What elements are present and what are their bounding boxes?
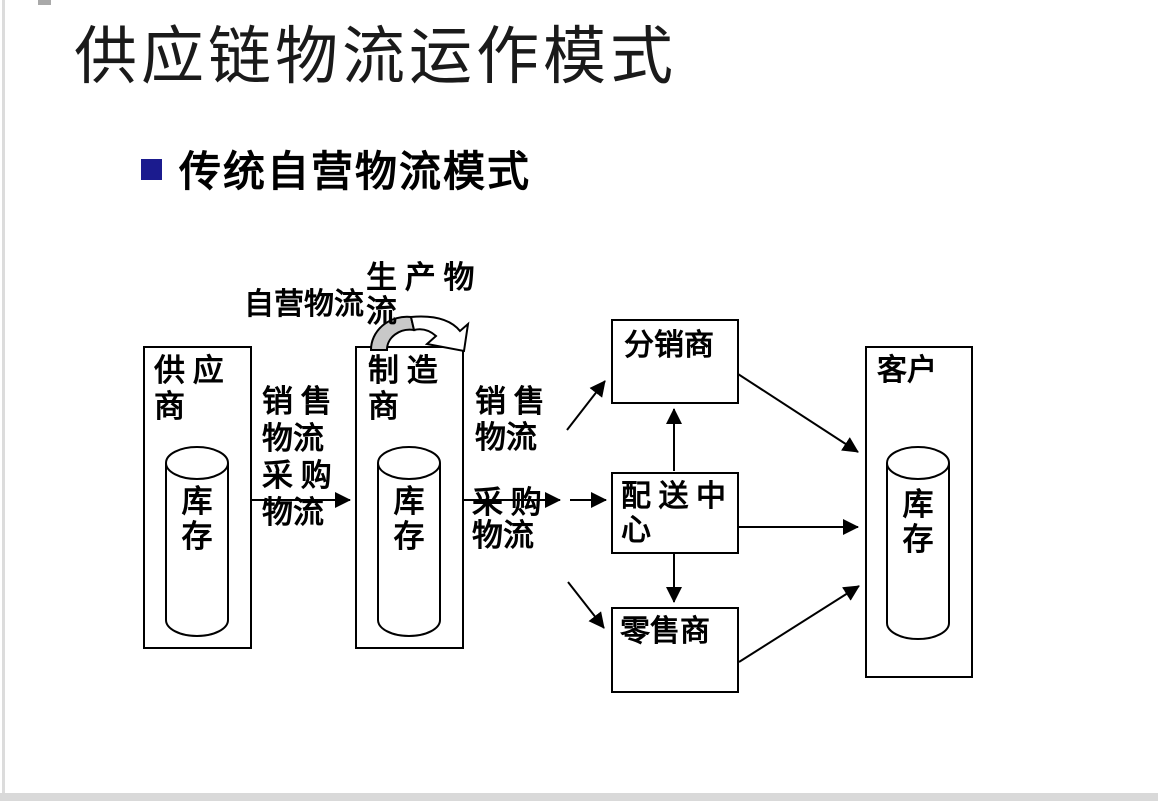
arrow-distributor-to-customer [737, 373, 859, 453]
retailer-label: 零售商 [620, 615, 710, 648]
arrow-sales-to-distributor [566, 380, 606, 431]
bullet-text: 传统自营物流模式 [179, 150, 532, 196]
purchase-logistics-label-2: 采 购 物流 [472, 485, 542, 553]
own-logistics-label: 自营物流 [244, 288, 364, 321]
supplier-inventory-label: 库 存 [181, 484, 213, 554]
distribution-center-label: 配 送 中 心 [621, 480, 726, 547]
production-logistics-label: 生 产 物 流 [366, 260, 475, 329]
sales-logistics-label-2: 销 售 物流 [475, 384, 545, 455]
sales-purchase-logistics-label-1: 销 售 物流 采 购 物流 [262, 384, 332, 530]
customer-label: 客户 [877, 354, 937, 387]
manufacturer-inventory-label: 库 存 [393, 484, 425, 554]
retailer-box [611, 607, 739, 693]
top-edge-marker [38, 0, 51, 5]
customer-inventory-cylinder [886, 446, 950, 640]
arrow-sales-to-retailer [567, 581, 605, 629]
supplier-inventory-cylinder [165, 446, 229, 637]
distribution-center-box [611, 472, 739, 554]
bullet-square-icon [141, 159, 162, 180]
arrow-retailer-to-customer [738, 585, 860, 663]
distributor-label: 分销商 [624, 329, 714, 362]
distributor-box [611, 319, 739, 404]
production-loop-arrow [369, 315, 470, 353]
customer-inventory-label: 库 存 [902, 487, 934, 557]
slide-bottom-bar [0, 793, 1158, 801]
manufacturer-label: 制 造 商 [368, 353, 438, 424]
slide-title: 供应链物流运作模式 [74, 22, 677, 92]
manufacturer-inventory-cylinder [377, 446, 441, 637]
slide-left-border [2, 0, 5, 793]
supplier-label: 供 应 商 [154, 353, 224, 424]
